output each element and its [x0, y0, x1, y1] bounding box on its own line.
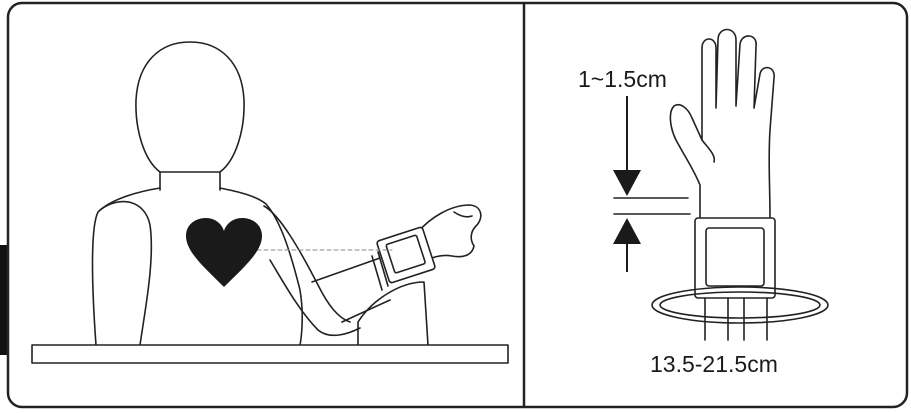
table	[31, 344, 509, 364]
person-right-upper-arm-inner	[269, 259, 361, 337]
arrow-down-icon	[613, 96, 641, 196]
person-neck	[159, 171, 221, 191]
person-torso	[91, 187, 303, 346]
outer-frame	[6, 1, 909, 409]
side-tab	[0, 245, 9, 355]
support-ellipse-inner	[659, 291, 821, 319]
wrist-monitor-band	[694, 217, 776, 299]
wrist-monitor-screen	[705, 227, 765, 287]
palm-crease	[701, 139, 716, 163]
right-panel	[613, 28, 829, 341]
heart-icon	[186, 218, 262, 287]
circumference-label: 13.5-21.5cm	[650, 351, 778, 377]
arrow-up-icon	[613, 218, 641, 272]
distance-label: 1~1.5cm	[578, 66, 667, 92]
person-thumb	[453, 211, 473, 218]
person-hand	[417, 204, 482, 263]
person-left-arm	[99, 200, 153, 346]
person-head	[135, 41, 245, 173]
open-hand	[669, 28, 775, 219]
wrist-monitor-strap	[704, 297, 768, 341]
support-ellipse-outer	[651, 286, 829, 324]
arm-support-block	[357, 281, 429, 346]
person-forearm	[311, 257, 391, 323]
person-right-upper-arm	[263, 205, 351, 323]
left-panel	[31, 41, 509, 364]
wrist-monitor-left	[371, 226, 436, 291]
